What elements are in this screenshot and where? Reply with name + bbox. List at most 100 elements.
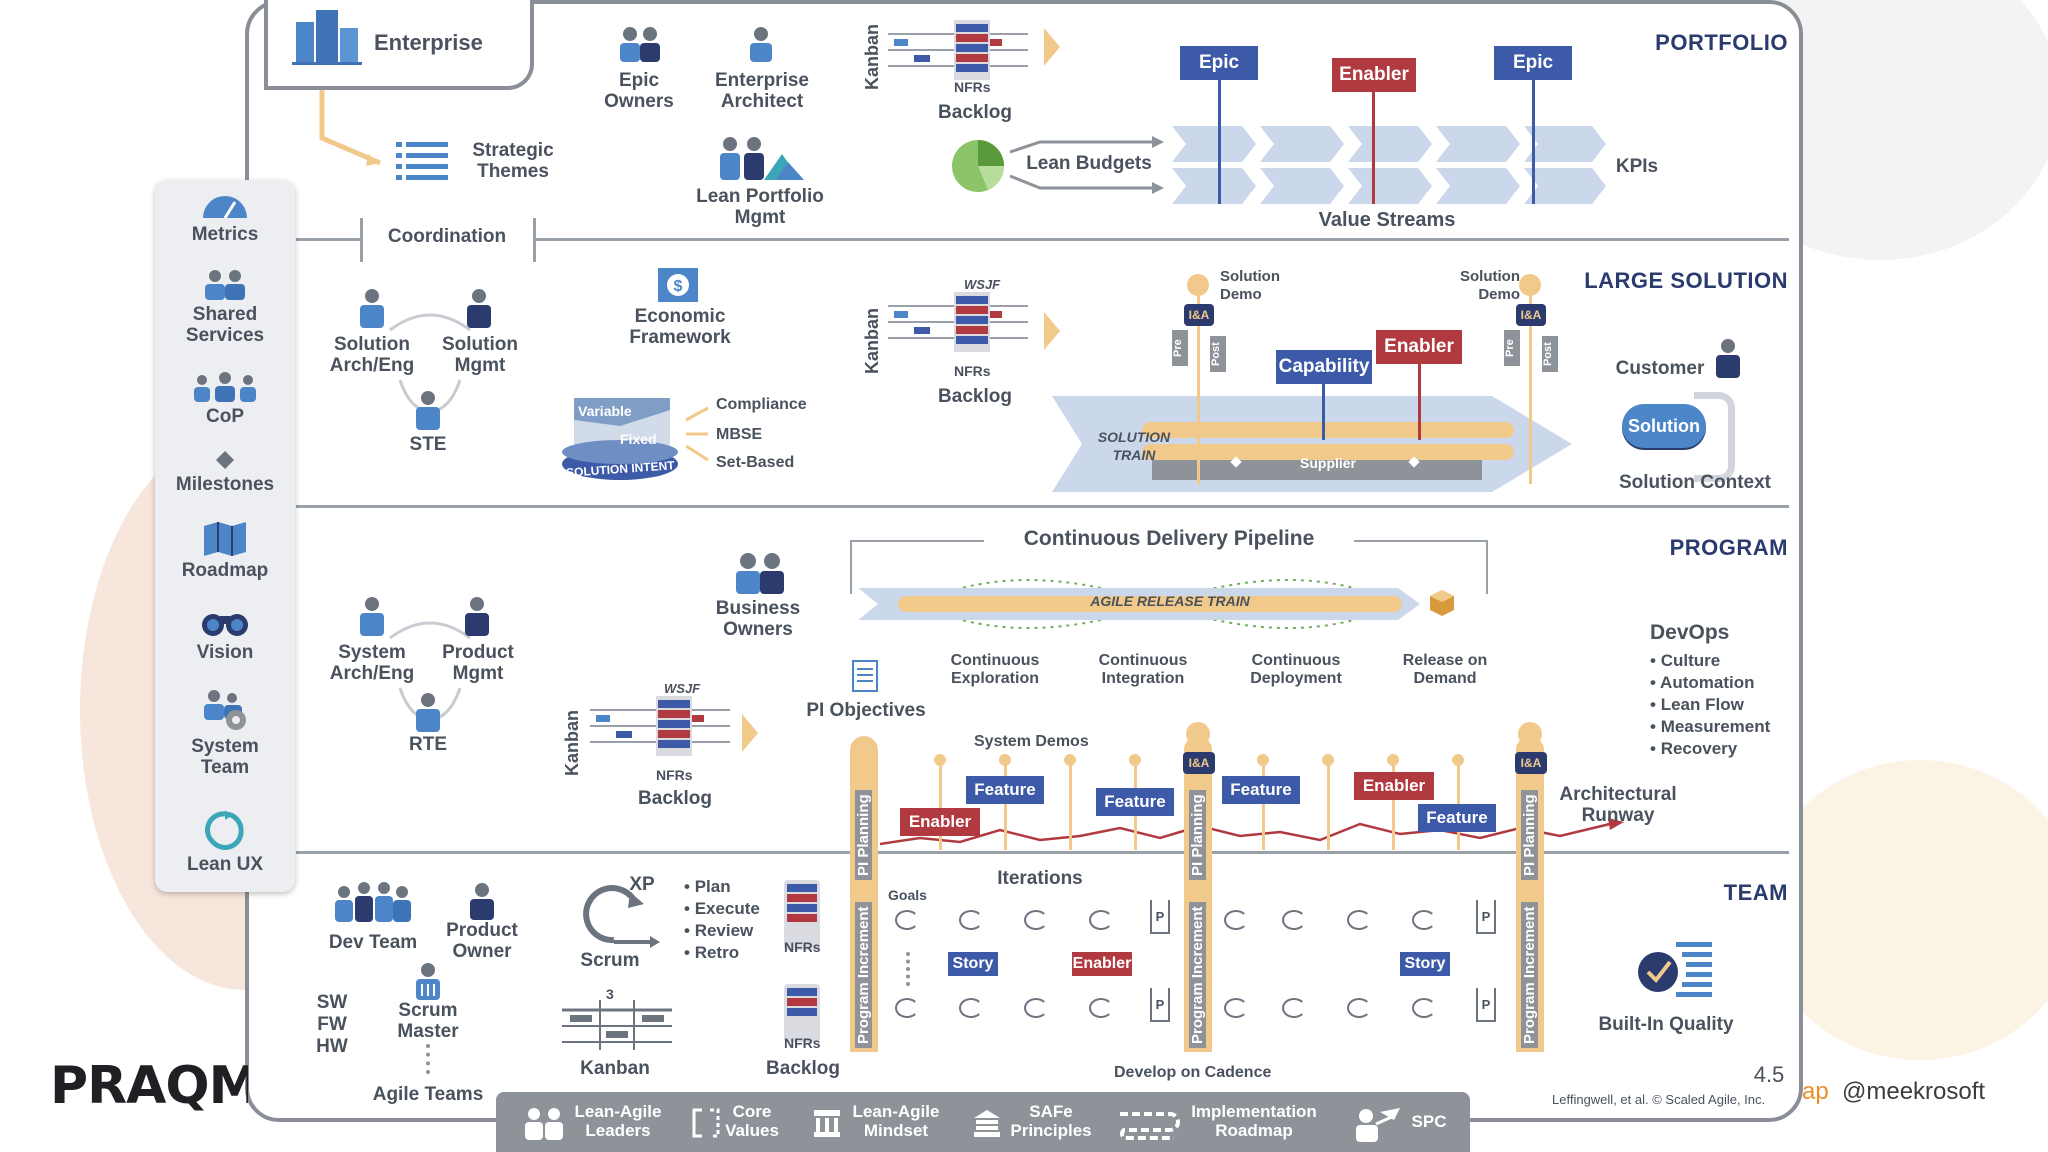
ia-badge-pi-3: I&A: [1515, 752, 1547, 774]
foundation-label: Implementation Roadmap: [1191, 1102, 1317, 1140]
scrum-master-label: Scrum Master: [397, 1000, 459, 1042]
sidebar-label: Shared Services: [185, 304, 265, 346]
diamond-icon: [216, 451, 234, 469]
ip-iteration-box: P: [1476, 900, 1496, 934]
sidebar-label: Milestones: [175, 474, 275, 495]
solution-enabler-flag-pole: [1418, 364, 1421, 440]
mindset-icon: [814, 1110, 840, 1137]
foundation-item-safe-principles[interactable]: SAFe Principles: [972, 1102, 1096, 1140]
iteration-pole: [1327, 762, 1330, 850]
sidebar-label: Vision: [196, 642, 254, 663]
rte-label: RTE: [409, 734, 447, 755]
team-event-item: • Retro: [684, 943, 740, 962]
enterprise-architect-icon: [750, 27, 772, 62]
continuous-exploration-label: Continuous Exploration: [950, 652, 1040, 687]
foundation-bar: Lean-Agile Leaders Core Values Lean-Agil…: [496, 1092, 1470, 1152]
epic-owners-icon: [620, 27, 660, 62]
foundation-item-core-values[interactable]: Core Values: [692, 1102, 782, 1140]
sidebar-item-metrics[interactable]: Metrics: [155, 190, 295, 245]
sidebar-item-lean-ux[interactable]: Lean UX: [155, 810, 295, 875]
scrum-master-icon: [416, 963, 440, 1000]
cycle-icon: [205, 810, 244, 850]
pre-tab-1: Pre: [1172, 330, 1188, 366]
sidebar-item-milestones[interactable]: Milestones: [155, 450, 295, 495]
foundation-item-spc[interactable]: SPC: [1354, 1102, 1454, 1142]
enterprise-label: Enterprise: [374, 30, 483, 55]
art-graphic: [858, 579, 1420, 629]
iteration-dot: [1257, 754, 1269, 766]
hw-label: HW: [316, 1036, 348, 1057]
xp-label: XP: [629, 874, 655, 895]
divider-program: [296, 851, 1789, 854]
supplier-label: Supplier: [1300, 455, 1357, 471]
lean-portfolio-mgmt-label: Lean Portfolio Mgmt: [696, 186, 824, 228]
solution-kanban-board-icon: [888, 292, 1028, 352]
enterprise-arrow: [319, 90, 381, 166]
cdp-label: Continuous Delivery Pipeline: [984, 528, 1354, 549]
capability-flag: Capability: [1276, 350, 1372, 384]
sidebar-item-shared-services[interactable]: Shared Services: [155, 268, 295, 346]
foundation-item-lean-agile-leaders[interactable]: Lean-Agile Leaders: [522, 1102, 668, 1140]
iteration-dot: [1322, 754, 1334, 766]
economic-framework-icon: $: [658, 268, 698, 302]
sidebar-item-system-team[interactable]: System Team: [155, 688, 295, 778]
solution-context-bracket: [1694, 392, 1735, 482]
iteration-pole: [939, 762, 942, 850]
roadmap-icon: [1120, 1112, 1180, 1140]
solution-demo-dot-1: [1187, 274, 1209, 296]
iteration-loop-icon: [1089, 998, 1113, 1018]
coordination-tick-left: [360, 218, 363, 262]
solution-backlog-label: Backlog: [938, 386, 1012, 407]
solution-kanban-label: Kanban: [862, 307, 882, 374]
agile-teams-label: Agile Teams: [372, 1084, 484, 1105]
foundation-item-lean-agile-mindset[interactable]: Lean-Agile Mindset: [812, 1102, 946, 1140]
sidebar-item-roadmap[interactable]: Roadmap: [155, 522, 295, 581]
release-on-demand-label: Release on Demand: [1402, 652, 1488, 687]
portfolio-kanban-board-icon: [888, 20, 1028, 80]
team-backlog-stack-icon: [784, 880, 820, 950]
devops-list: • Culture • Automation • Lean Flow • Mea…: [1650, 650, 1770, 760]
pre-tab-2: Pre: [1504, 330, 1520, 366]
devops-item: • Lean Flow: [1650, 695, 1744, 714]
fw-label: FW: [317, 1014, 347, 1035]
solution-demo-label-2: Solution Demo: [1460, 268, 1520, 303]
solution-context-label: Solution Context: [1619, 472, 1771, 493]
iteration-dot: [1129, 754, 1141, 766]
pi-dot-2: [1186, 722, 1210, 746]
iteration-loop-icon: [1347, 910, 1371, 930]
strategic-themes-icon: [396, 142, 448, 180]
ip-iteration-box: P: [1150, 988, 1170, 1022]
system-arch-icon: [360, 597, 384, 636]
product-mgmt-label: Product Mgmt: [442, 642, 514, 684]
iteration-loop-icon: [1347, 998, 1371, 1018]
team-event-item: • Plan: [684, 877, 731, 896]
story-flag-2: Story: [1400, 952, 1450, 976]
core-values-icon: [692, 1108, 720, 1138]
iteration-pole: [1262, 762, 1265, 850]
foundation-label: SPC: [1411, 1112, 1447, 1131]
develop-on-cadence-label: Develop on Cadence: [1114, 1064, 1272, 1081]
foundation-item-implementation-roadmap[interactable]: Implementation Roadmap: [1114, 1102, 1324, 1140]
sidebar-item-cop[interactable]: CoP: [155, 370, 295, 427]
level-portfolio: PORTFOLIO: [1655, 30, 1788, 55]
system-arch-label: System Arch/Eng: [329, 642, 415, 684]
team-events-list: • Plan • Execute • Review • Retro: [684, 876, 760, 964]
architectural-runway-line: [880, 818, 1624, 846]
system-demos-label: System Demos: [974, 733, 1089, 750]
business-owners-label: Business Owners: [715, 598, 801, 640]
built-in-quality-label: Built-In Quality: [1598, 1014, 1734, 1035]
pi-planning-text-2: PI Planning: [1189, 790, 1206, 880]
strategic-themes-label: Strategic Themes: [472, 140, 554, 182]
compliance-label: Compliance: [716, 396, 807, 413]
binoculars-icon: [202, 614, 248, 636]
fixed-label: Fixed: [620, 431, 657, 447]
variable-label: Variable: [578, 403, 632, 419]
enabler-flag-program-2: Enabler: [1354, 772, 1434, 800]
team-enabler-flag: Enabler: [1072, 952, 1132, 976]
solution-demo-dot-2: [1519, 274, 1541, 296]
solution-arch-label: Solution Arch/Eng: [329, 334, 415, 376]
iterations-label: Iterations: [997, 868, 1083, 889]
sidebar-item-vision[interactable]: Vision: [155, 608, 295, 663]
pi-dot-3: [1518, 722, 1542, 746]
solution-intent-ticks: [685, 406, 709, 462]
